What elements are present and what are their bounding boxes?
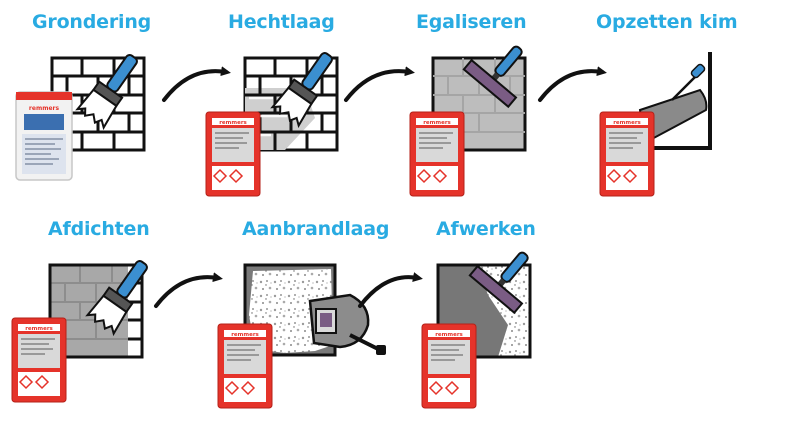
trowel-icon xyxy=(462,45,523,109)
curved-arrow-right-icon xyxy=(154,272,223,308)
roughcast-machine-icon xyxy=(308,293,386,355)
product-bucket-white: remmers xyxy=(15,91,73,181)
product-bag-red: remmers xyxy=(205,111,261,197)
step-grondering: remmers xyxy=(15,54,146,181)
bag-brand-label: remmers xyxy=(29,105,60,112)
step-afdichten xyxy=(48,260,148,359)
step-title-opzetten-kim: Opzetten kim xyxy=(596,11,738,33)
curved-arrow-right-icon xyxy=(162,66,231,102)
step-aanbrandlaag xyxy=(243,263,386,357)
step-opzetten-kim xyxy=(638,52,712,150)
bag-brand-label: remmers xyxy=(423,120,451,126)
step-title-afwerken: Afwerken xyxy=(436,218,536,240)
fillet-trowel-icon xyxy=(671,63,706,101)
bag-brand-label: remmers xyxy=(435,332,463,338)
step-title-afdichten: Afdichten xyxy=(48,218,150,240)
bag-brand-label: remmers xyxy=(231,332,259,338)
bag-brand-label: remmers xyxy=(25,326,53,332)
step-title-grondering: Grondering xyxy=(32,11,152,33)
trowel-icon xyxy=(468,251,529,315)
product-bag-red: remmers xyxy=(421,323,477,409)
paint-brush-icon xyxy=(270,52,333,129)
bag-brand-label: remmers xyxy=(219,120,247,126)
product-bag-red: remmers xyxy=(599,111,655,197)
step-hechtlaag xyxy=(243,52,339,152)
product-bags: remmers remmers remmers xyxy=(11,111,655,409)
step-title-egaliseren: Egaliseren xyxy=(416,11,527,33)
step-title-aanbrandlaag: Aanbrandlaag xyxy=(242,218,390,240)
paint-brush-icon xyxy=(85,260,148,337)
curved-arrow-right-icon xyxy=(538,66,607,102)
product-bag-red: remmers xyxy=(11,317,67,403)
step-title-hechtlaag: Hechtlaag xyxy=(228,11,335,33)
curved-arrow-right-icon xyxy=(344,66,415,102)
paint-brush-icon xyxy=(75,54,138,131)
product-bag-red: remmers xyxy=(409,111,465,197)
curved-arrow-right-icon xyxy=(358,272,423,308)
product-bag-red: remmers xyxy=(217,323,273,409)
bag-brand-label: remmers xyxy=(613,120,641,126)
